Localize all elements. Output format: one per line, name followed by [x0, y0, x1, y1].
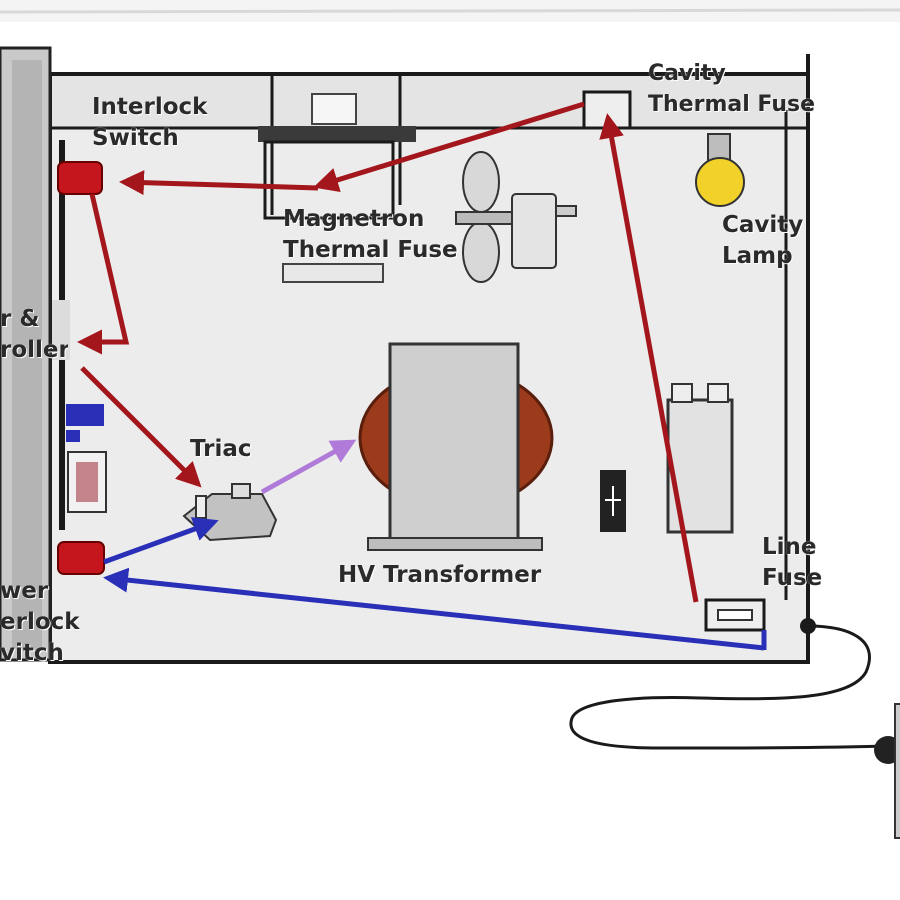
- triac-label: Triac: [190, 436, 252, 462]
- capacitor-terminal-right: [707, 383, 729, 403]
- power-interlock-switch-label: wer erlock vitch: [0, 578, 80, 666]
- red-path-cavity-fuse-to-magnetron: [313, 101, 585, 193]
- line-fuse-element: [717, 609, 753, 621]
- magnetron-thermal-fuse-label: Magnetron Thermal Fuse: [283, 206, 458, 263]
- control-panel-strip: [52, 300, 70, 360]
- control-small-block: [66, 430, 80, 442]
- plug-icon: [874, 736, 900, 764]
- fan-motor-icon: [511, 193, 557, 269]
- fan-shaft: [455, 211, 515, 225]
- interlock-rail: [258, 126, 416, 142]
- door-column-inner: [12, 60, 42, 650]
- magnetron-base: [282, 263, 384, 283]
- power-cord: [569, 624, 885, 750]
- capacitor-terminal-left: [671, 383, 693, 403]
- lower-interlock-switch-icon: [57, 541, 105, 575]
- red-path-magnetron-to-interlock: [119, 170, 319, 196]
- interlock-switch-bracket: [311, 93, 357, 125]
- purple-path-triac-to-transformer: [260, 439, 357, 495]
- top-compartment-band: [52, 76, 806, 128]
- blue-path-switch-to-triac: [103, 517, 219, 565]
- magnetron-housing: [263, 140, 395, 220]
- red-path-cavity-fuse-to-line-fuse: [599, 113, 699, 603]
- control-display: [76, 462, 98, 502]
- red-path-controller-to-triac: [80, 366, 202, 488]
- transformer-core-icon: [388, 342, 520, 542]
- fan-blade-bottom: [462, 221, 500, 283]
- cavity-lamp-icon: [695, 157, 745, 207]
- upper-interlock-switch-icon: [57, 161, 103, 195]
- blue-path-line-fuse-to-switch: [103, 567, 765, 651]
- triac-lead: [195, 495, 207, 519]
- cavity-thermal-fuse-label: Cavity Thermal Fuse: [648, 61, 816, 117]
- red-path-interlock-to-controller: [77, 193, 130, 355]
- fan-motor-shaft: [555, 205, 577, 217]
- line-fuse-icon: [704, 598, 766, 632]
- interlock-switch-label: Interlock Switch: [92, 94, 208, 151]
- top-edge-line: [0, 8, 900, 14]
- transformer-base: [367, 537, 543, 551]
- hv-transformer-label: HV Transformer: [338, 562, 542, 588]
- timer-controller-label: r & roller: [0, 306, 68, 363]
- control-blue-block: [66, 404, 104, 426]
- triac-tab: [231, 483, 251, 499]
- plug-body: [894, 703, 900, 839]
- fan-blade-top: [462, 151, 500, 213]
- cavity-lamp-label: Cavity Lamp: [722, 212, 804, 269]
- line-fuse-label: Line Fuse: [762, 534, 823, 591]
